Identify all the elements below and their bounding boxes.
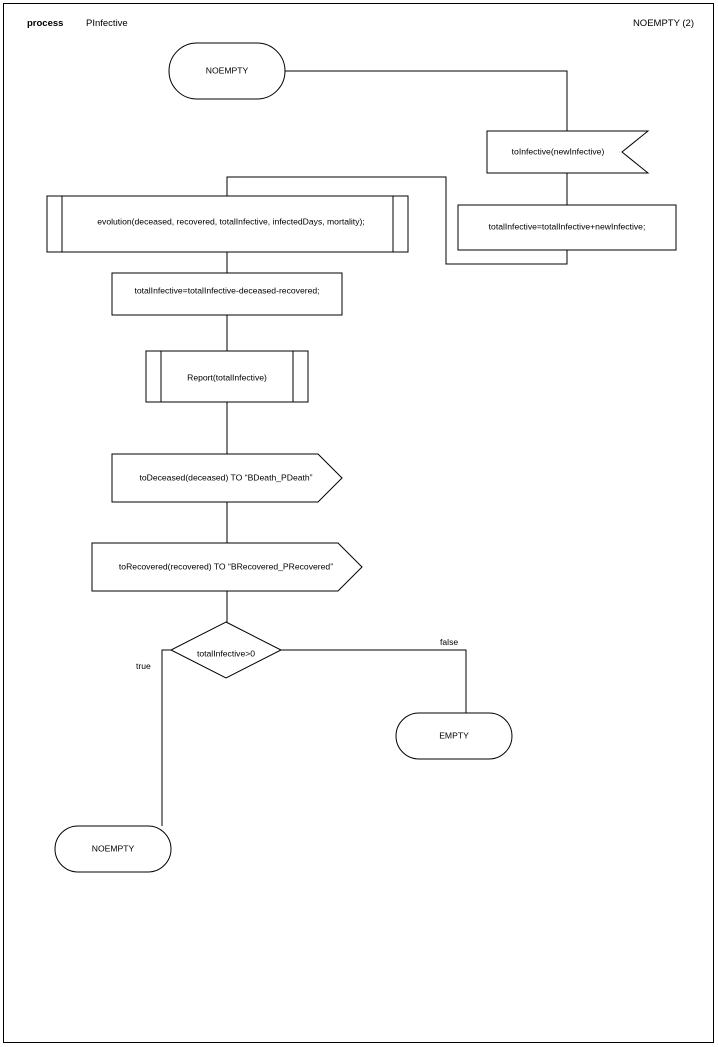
label-process-subtract: totalInfective=totalInfective-deceased-r…: [134, 285, 320, 296]
decision-total-infective[interactable]: [169, 621, 283, 679]
connector-start-to-infective: [285, 70, 568, 131]
label-predefined-process-report: Report(totalInfective): [187, 372, 267, 383]
terminator-end-noempty[interactable]: [54, 825, 172, 873]
label-decision-total-infective: totalInfective>0: [196, 648, 256, 659]
label-arrow-to-deceased: toDeceased(deceased) TO “BDeath_PDeath”: [139, 472, 313, 483]
send-message-to-infective[interactable]: [486, 130, 650, 174]
header-keyword: process: [27, 18, 64, 29]
terminator-end-empty[interactable]: [395, 712, 513, 760]
label-predefined-process-evolution: evolution(deceased, recovered, totalInfe…: [97, 216, 365, 227]
arrow-to-deceased[interactable]: [111, 453, 343, 503]
label-terminator-end-empty: EMPTY: [439, 730, 469, 741]
arrow-to-recovered[interactable]: [91, 542, 363, 592]
header-process-name: PInfective: [86, 18, 128, 29]
predefined-process-report[interactable]: [145, 350, 309, 403]
process-subtract[interactable]: [111, 272, 343, 316]
header-state-label: NOEMPTY (2): [632, 18, 694, 29]
label-process-add-new-infective: totalInfective=totalInfective+newInfecti…: [488, 221, 646, 232]
label-terminator-end-noempty: NOEMPTY: [91, 843, 135, 854]
predefined-process-evolution[interactable]: [46, 195, 409, 253]
edge-label-true: true: [136, 661, 151, 671]
terminator-start-noempty[interactable]: [168, 42, 286, 100]
process-add-new-infective[interactable]: [457, 204, 677, 251]
connector-add-to-evolution: [226, 176, 568, 265]
label-send-message-to-infective: toInfective(newInfective): [511, 146, 605, 157]
connector-true-to-noempty: [161, 649, 171, 826]
label-terminator-start-noempty: NOEMPTY: [205, 65, 249, 76]
page-border: [3, 3, 714, 1043]
label-arrow-to-recovered: toRecovered(recovered) TO “BRecovered_PR…: [118, 561, 334, 572]
connector-false-to-empty: [281, 649, 467, 713]
edge-label-false: false: [440, 637, 459, 647]
